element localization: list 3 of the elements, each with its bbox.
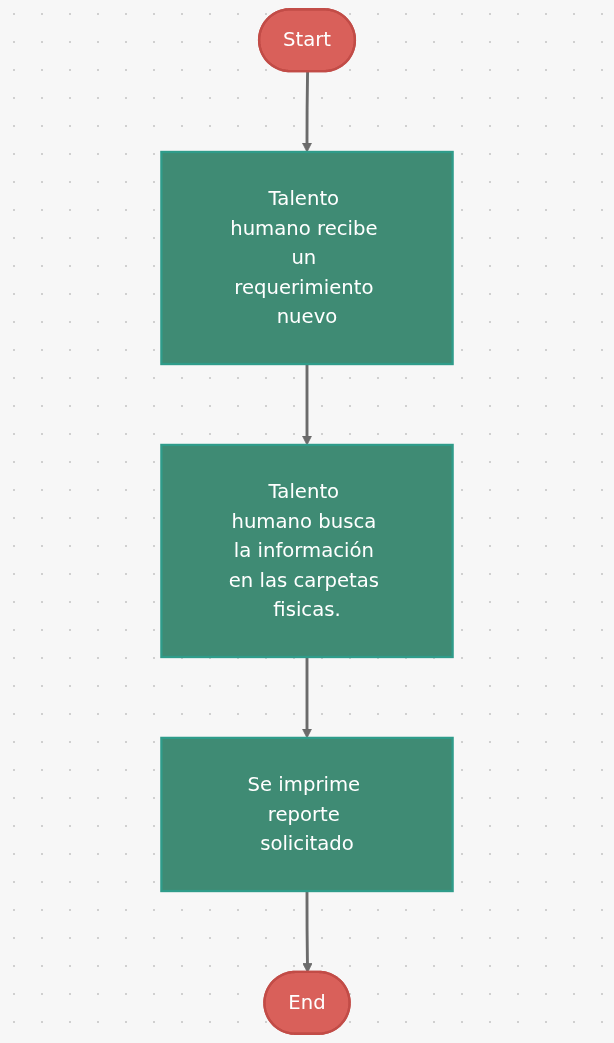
node-box: Se imprime reporte solicitado — [160, 736, 454, 893]
node-box: Talento humano recibe un requerimiento nuevo — [160, 150, 454, 366]
node-box: Talento humano busca la información en las carpetas fisicas. — [160, 443, 454, 659]
